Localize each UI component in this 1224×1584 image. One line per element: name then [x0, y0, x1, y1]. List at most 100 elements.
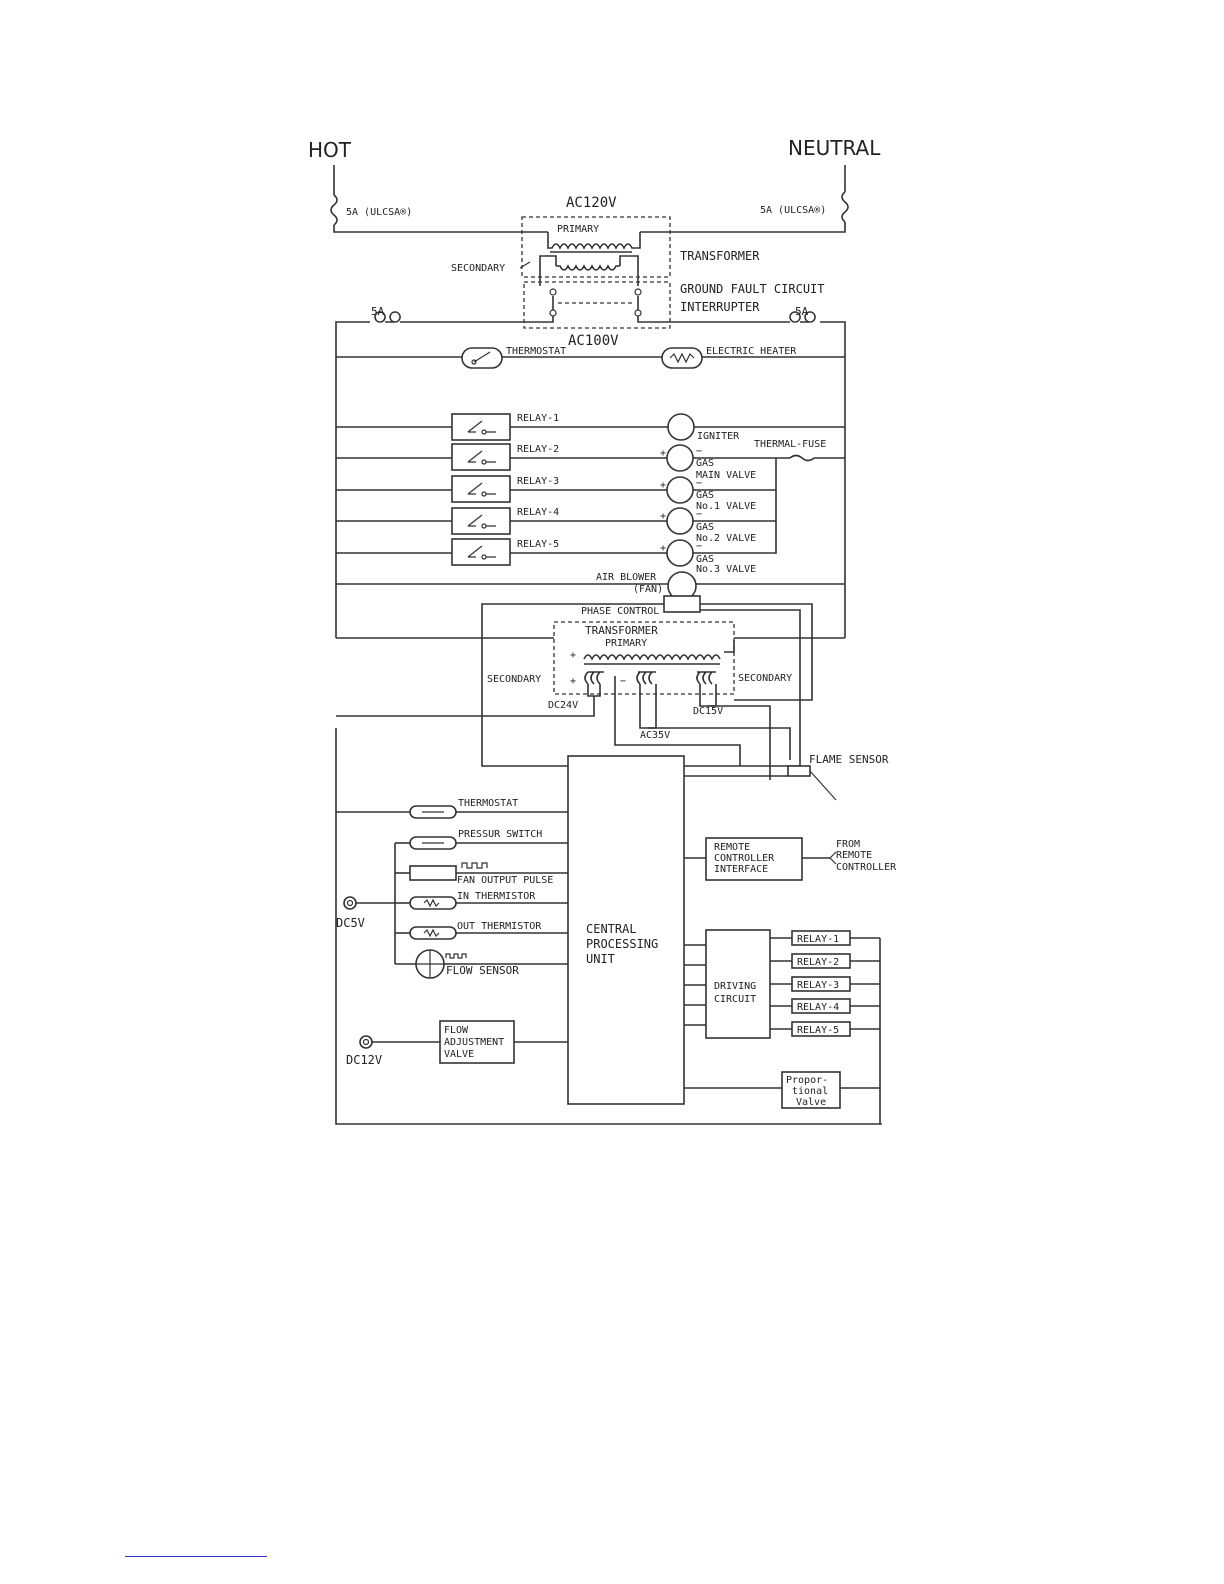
primary-mid-label: PRIMARY [605, 638, 647, 649]
relay-row-1: RELAY-1 IGNITER [336, 413, 740, 442]
from-remote-label-1: FROM [836, 839, 860, 850]
cpu-label-2: PROCESSING [586, 937, 658, 951]
relay-out-4-label: RELAY-4 [797, 1002, 839, 1013]
relay-1-box [451, 413, 511, 441]
relay-1-label: RELAY-1 [517, 413, 559, 424]
relay-out-2-label: RELAY-2 [797, 957, 839, 968]
plus-sign: + [660, 511, 666, 522]
relay-5-box [451, 538, 511, 566]
prop-valve-label-2: tional [792, 1086, 828, 1097]
fuse-neutral-label: 5A (ULCSA®) [760, 205, 826, 216]
minus-sign: − [696, 478, 702, 489]
ac100v-label: AC100V [568, 333, 619, 349]
ac35v-label: AC35V [640, 730, 670, 741]
relay-row-5: RELAY-5 + − GAS No.3 VALVE [336, 538, 756, 575]
flow-adj-label-3: VALVE [444, 1049, 474, 1060]
hot-label: HOT [308, 138, 352, 162]
cpu-label-3: UNIT [586, 952, 615, 966]
transformer-mid-label: TRANSFORMER [585, 624, 658, 637]
thermostat-top-label: THERMOSTAT [506, 346, 566, 357]
fuse-hot-label: 5A (ULCSA®) [346, 207, 412, 218]
relay-5-label: RELAY-5 [517, 539, 559, 550]
flow-sensor-label: FLOW SENSOR [446, 964, 519, 977]
mid-secondary-coil-1 [584, 671, 604, 685]
phase-control-box [663, 595, 701, 613]
electric-heater-label: ELECTRIC HEATER [706, 346, 797, 357]
driving-circuit [705, 929, 771, 1039]
thermostat-top [461, 347, 503, 369]
igniter [667, 413, 695, 441]
gfci-label-2: INTERRUPTER [680, 300, 760, 314]
fuse-hot [330, 194, 338, 226]
out-thermistor-label: OUT THERMISTOR [457, 921, 542, 932]
gas-no1-valve [666, 476, 694, 504]
fan-output-pulse-box [409, 865, 457, 881]
mid-primary-coil [583, 654, 721, 661]
remote-if-label-3: INTERFACE [714, 864, 768, 875]
flame-sensor [787, 765, 811, 777]
dc12v-terminal [359, 1035, 373, 1049]
remote-controller-interface [705, 837, 803, 881]
driving-label-2: CIRCUIT [714, 994, 756, 1005]
gas-main-label-1: GAS [696, 458, 714, 469]
minus-sign: − [696, 446, 702, 457]
dc5v-terminal [343, 896, 357, 910]
dc15v-label: DC15V [693, 706, 723, 717]
phase-control-label: PHASE CONTROL [581, 606, 659, 617]
dc5v-label: DC5V [336, 916, 365, 930]
fuse-5a-left [374, 311, 401, 323]
plus-sign: + [570, 676, 576, 687]
from-remote-label-3: CONTROLLER [836, 862, 897, 873]
relay-row-2: RELAY-2 + − GAS MAIN VALVE [336, 443, 756, 481]
gas-no3-label-2: No.3 VALVE [696, 564, 756, 575]
gfci-box [523, 281, 671, 329]
relay-row-4: RELAY-4 + − GAS No.2 VALVE [336, 507, 756, 544]
minus-sign: − [620, 676, 626, 687]
relay-4-box [451, 507, 511, 535]
gas-no3-valve [666, 539, 694, 567]
flame-sensor-label: FLAME SENSOR [809, 753, 889, 766]
in-thermistor-label: IN THERMISTOR [457, 891, 536, 902]
top-transformer-box [521, 216, 671, 278]
mid-secondary-coil-3 [696, 671, 716, 685]
air-blower-label-1: AIR BLOWER [596, 572, 657, 583]
relay-out-3-label: RELAY-3 [797, 980, 839, 991]
relay-row-3: RELAY-3 + − GAS No.1 VALVE [336, 475, 756, 512]
minus-sign: − [696, 541, 702, 552]
gfci-label-1: GROUND FAULT CIRCUIT [680, 282, 825, 296]
fuse-5a-left-label: 5A [371, 305, 385, 318]
gas-no2-label-1: GAS [696, 522, 714, 533]
gas-main-label-2: MAIN VALVE [696, 470, 756, 481]
relay-2-box [451, 443, 511, 471]
cpu-label-1: CENTRAL [586, 922, 637, 936]
flow-adj-label-1: FLOW [444, 1025, 469, 1036]
top-primary-coil [547, 232, 641, 250]
gas-no2-valve [666, 507, 694, 535]
relay-out-5-label: RELAY-5 [797, 1025, 839, 1036]
flow-adj-label-2: ADJUSTMENT [444, 1037, 504, 1048]
remote-if-label-2: CONTROLLER [714, 853, 775, 864]
gas-no1-label-2: No.1 VALVE [696, 501, 756, 512]
pressure-switch-label: PRESSUR SWITCH [458, 829, 542, 840]
relay-out-1-label: RELAY-1 [797, 934, 839, 945]
cpu-box [567, 755, 685, 1105]
relay-2-label: RELAY-2 [517, 444, 559, 455]
primary-top-label: PRIMARY [557, 224, 599, 235]
dc24v-label: DC24V [548, 700, 578, 711]
plus-sign: + [570, 650, 576, 661]
igniter-label: IGNITER [697, 431, 740, 442]
dc12v-label: DC12V [346, 1053, 382, 1067]
footer-rule [125, 1556, 267, 1557]
ac120v-label: AC120V [566, 195, 617, 211]
thermal-fuse-label: THERMAL-FUSE [754, 439, 826, 450]
secondary-top-label: SECONDARY [451, 263, 505, 274]
gas-main-valve [666, 444, 694, 472]
relay-3-box [451, 475, 511, 503]
electric-heater [661, 347, 703, 369]
relay-4-label: RELAY-4 [517, 507, 559, 518]
gas-no3-label-1: GAS [696, 554, 714, 565]
gas-no2-label-2: No.2 VALVE [696, 533, 756, 544]
plus-sign: + [660, 543, 666, 554]
flow-adjustment-valve [439, 1020, 515, 1064]
